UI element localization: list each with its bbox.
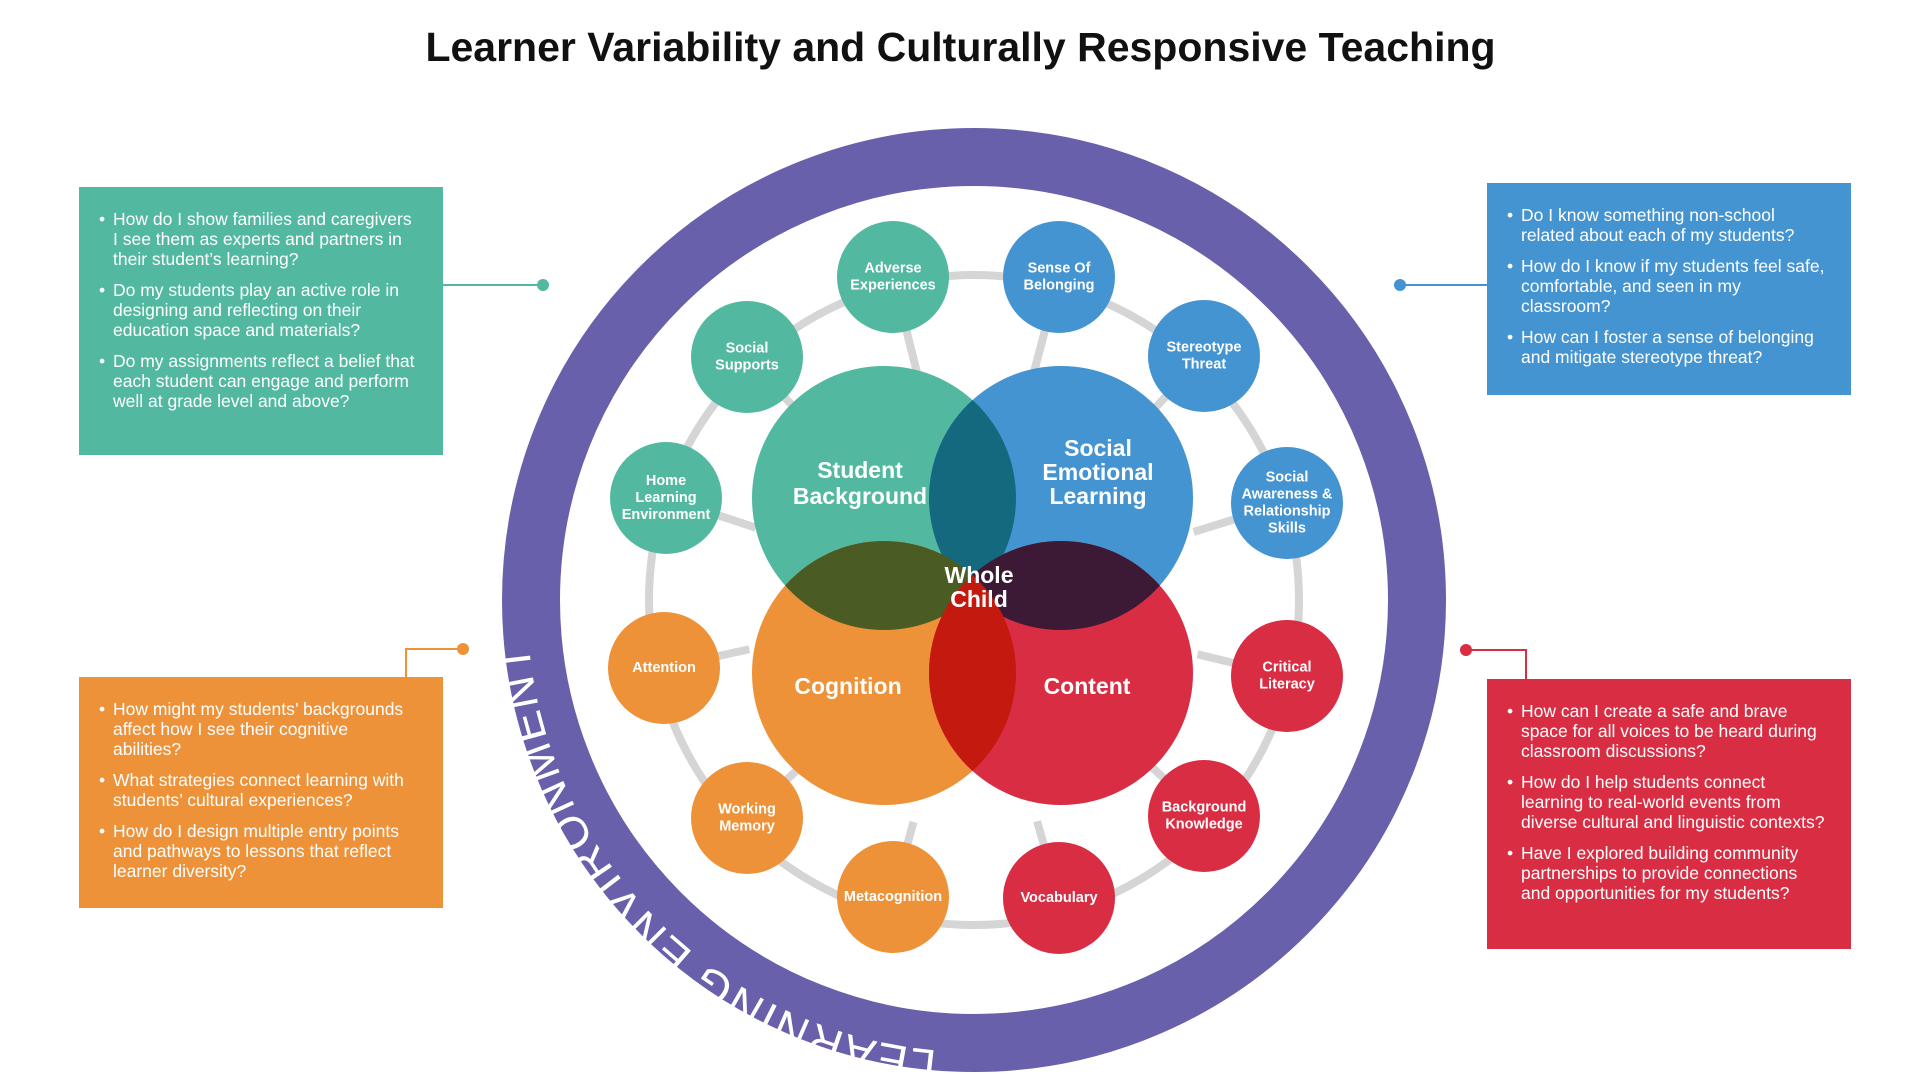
outer-circle-label: Vocabulary bbox=[1020, 890, 1097, 906]
core-label-student-background: Background bbox=[793, 483, 927, 509]
outer-circle-label: Environment bbox=[622, 507, 711, 523]
core-label-cognition: Cognition bbox=[794, 673, 901, 699]
outer-circle-label: Threat bbox=[1182, 357, 1226, 373]
outer-circle-label: Learning bbox=[635, 490, 696, 506]
outer-circle-label: Literacy bbox=[1259, 677, 1315, 693]
question-box-bottom-left: How might my students’ backgrounds affec… bbox=[79, 677, 443, 908]
outer-circle bbox=[608, 612, 720, 724]
overlap-cognition-content bbox=[929, 541, 1016, 805]
question-box-top-right: Do I know something non-school related a… bbox=[1487, 183, 1851, 395]
question-item: Do my students play an active role in de… bbox=[99, 280, 421, 340]
outer-circle-label: Social bbox=[726, 341, 769, 357]
outer-circle-label: Awareness & bbox=[1242, 487, 1333, 503]
outer-circle-label: Working bbox=[718, 802, 776, 818]
overlap-sel-content bbox=[929, 541, 1193, 630]
outer-circle bbox=[1148, 300, 1260, 412]
outer-circle-label: Memory bbox=[719, 819, 775, 835]
question-item: How can I foster a sense of belonging an… bbox=[1507, 327, 1829, 367]
question-item: How do I help students connect learning … bbox=[1507, 772, 1829, 832]
question-box-bottom-right: How can I create a safe and brave space … bbox=[1487, 679, 1851, 949]
outer-ring bbox=[502, 128, 1446, 1072]
question-item: How do I design multiple entry points an… bbox=[99, 821, 421, 881]
outer-circle-label: Experiences bbox=[850, 278, 935, 294]
outer-circle bbox=[1003, 842, 1115, 954]
outer-circle bbox=[1231, 620, 1343, 732]
outer-circle-label: Stereotype bbox=[1167, 340, 1242, 356]
question-item: How might my students’ backgrounds affec… bbox=[99, 699, 421, 759]
question-item: What strategies connect learning with st… bbox=[99, 770, 421, 810]
outer-circle bbox=[691, 301, 803, 413]
outer-circle-item: Vocabulary bbox=[1003, 842, 1115, 954]
outer-circle bbox=[1003, 221, 1115, 333]
outer-circle-item: Attention bbox=[608, 612, 720, 724]
outer-circle-label: Sense Of bbox=[1028, 261, 1091, 277]
page-title: Learner Variability and Culturally Respo… bbox=[425, 24, 1496, 70]
inner-ring bbox=[645, 271, 1303, 929]
outer-circle-label: Relationship bbox=[1243, 504, 1330, 520]
outer-circle-item: Metacognition bbox=[837, 841, 949, 953]
core-label-whole-child: Whole bbox=[945, 562, 1014, 588]
outer-circle-label: Skills bbox=[1268, 521, 1306, 537]
core-label-whole-child: Child bbox=[950, 586, 1008, 612]
outer-circle bbox=[837, 221, 949, 333]
core-label-social-emotional-learning: Emotional bbox=[1042, 459, 1153, 485]
outer-circle-label: Supports bbox=[715, 358, 779, 374]
question-item: Do I know something non-school related a… bbox=[1507, 205, 1829, 245]
outer-circle bbox=[691, 762, 803, 874]
question-item: How do I show families and caregivers I … bbox=[99, 209, 421, 269]
connector-bottom-right bbox=[1466, 649, 1527, 679]
question-item: How do I know if my students feel safe, … bbox=[1507, 256, 1829, 316]
connector-bottom-left bbox=[405, 648, 463, 677]
connector-top-right-dot bbox=[1394, 279, 1406, 291]
question-item: Have I explored building community partn… bbox=[1507, 843, 1829, 903]
outer-circle bbox=[837, 841, 949, 953]
outer-circle-label: Home bbox=[646, 473, 686, 489]
connector-top-left-dot bbox=[537, 279, 549, 291]
connecting-ring bbox=[645, 271, 1303, 929]
outer-circle-label: Metacognition bbox=[844, 889, 942, 905]
core-label-content: Content bbox=[1044, 673, 1131, 699]
connector-bottom-right-dot bbox=[1460, 644, 1472, 656]
outer-circle-label: Social bbox=[1266, 470, 1309, 486]
question-box-top-left: How do I show families and caregivers I … bbox=[79, 187, 443, 455]
question-item: Do my assignments reflect a belief that … bbox=[99, 351, 421, 411]
outer-circle-label: Critical bbox=[1262, 660, 1311, 676]
core-label-student-background: Student bbox=[817, 457, 903, 483]
outer-circle-label: Belonging bbox=[1024, 278, 1095, 294]
outer-circle-label: Adverse bbox=[864, 261, 921, 277]
outer-circle-label: Knowledge bbox=[1165, 817, 1242, 833]
outer-circle-label: Background bbox=[1162, 800, 1247, 816]
connector-lines bbox=[405, 279, 1527, 679]
outer-circle bbox=[1231, 447, 1343, 559]
overlap-background-cognition bbox=[752, 541, 1016, 630]
outer-circle bbox=[610, 442, 722, 554]
core-label-social-emotional-learning: Learning bbox=[1049, 483, 1146, 509]
outer-circle-label: Attention bbox=[632, 660, 696, 676]
question-item: How can I create a safe and brave space … bbox=[1507, 701, 1829, 761]
outer-circle bbox=[1148, 760, 1260, 872]
connector-bottom-left-dot bbox=[457, 643, 469, 655]
core-label-social-emotional-learning: Social bbox=[1064, 435, 1132, 461]
